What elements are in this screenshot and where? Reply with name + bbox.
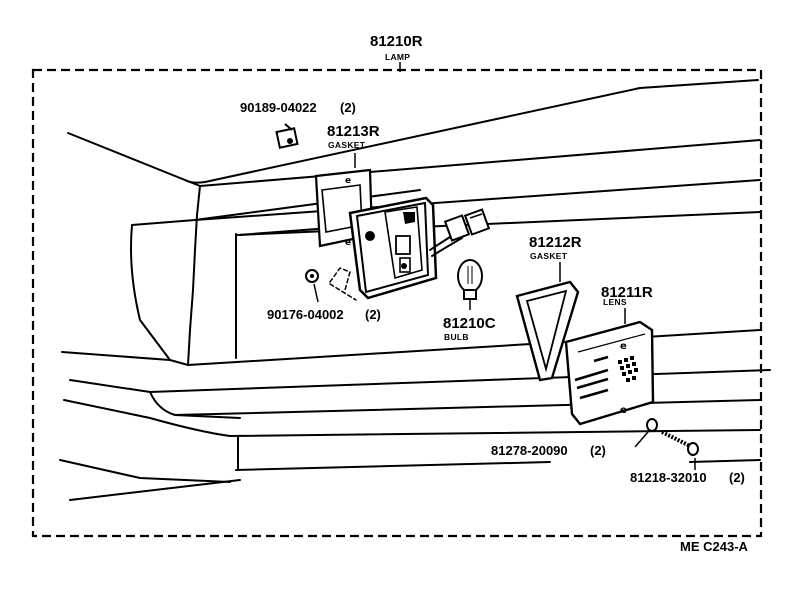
lower-gasket-part-number: 81212R: [529, 234, 582, 251]
lamp-housing-icon: [348, 196, 438, 300]
screw-top-part-number: 90189-04022: [240, 100, 317, 115]
lens-icon: e e: [564, 308, 655, 426]
svg-text:e: e: [620, 341, 627, 352]
screw-top-qty: (2): [340, 100, 356, 115]
svg-text:e: e: [620, 405, 627, 416]
nut-90176-icon: [305, 267, 357, 303]
wire-connector-icon: [429, 208, 491, 257]
bulb-icon: [457, 259, 483, 310]
lens-part-name: LENS: [603, 297, 627, 307]
lower-gasket-icon: [515, 262, 580, 382]
nut-part-number: 90176-04002: [267, 307, 344, 322]
lens-screw-part-number: 81218-32010: [630, 470, 707, 485]
bulb-part-name: BULB: [444, 332, 469, 342]
washer-qty: (2): [590, 443, 606, 458]
screw-90189-icon: [275, 123, 299, 149]
screw-81218-icon: [661, 430, 699, 470]
upper-gasket-part-name: GASKET: [328, 140, 366, 150]
assembly-boundary: [31, 68, 763, 538]
diagram-code: ME C243-A: [680, 539, 749, 554]
washer-81278-icon: [634, 418, 658, 448]
upper-gasket-part-number: 81213R: [327, 123, 380, 140]
lower-gasket-part-name: GASKET: [530, 251, 568, 261]
vehicle-body: [59, 79, 771, 501]
washer-part-number: 81278-20090: [491, 443, 568, 458]
lamp-part-number: 81210R: [370, 33, 423, 50]
svg-text:e: e: [345, 176, 351, 186]
svg-text:e: e: [345, 238, 351, 248]
nut-qty: (2): [365, 307, 381, 322]
lamp-part-name: LAMP: [385, 52, 410, 62]
lens-part-number: 81211R: [601, 284, 653, 301]
lens-screw-qty: (2): [729, 470, 745, 485]
bulb-part-number: 81210C: [443, 315, 496, 332]
